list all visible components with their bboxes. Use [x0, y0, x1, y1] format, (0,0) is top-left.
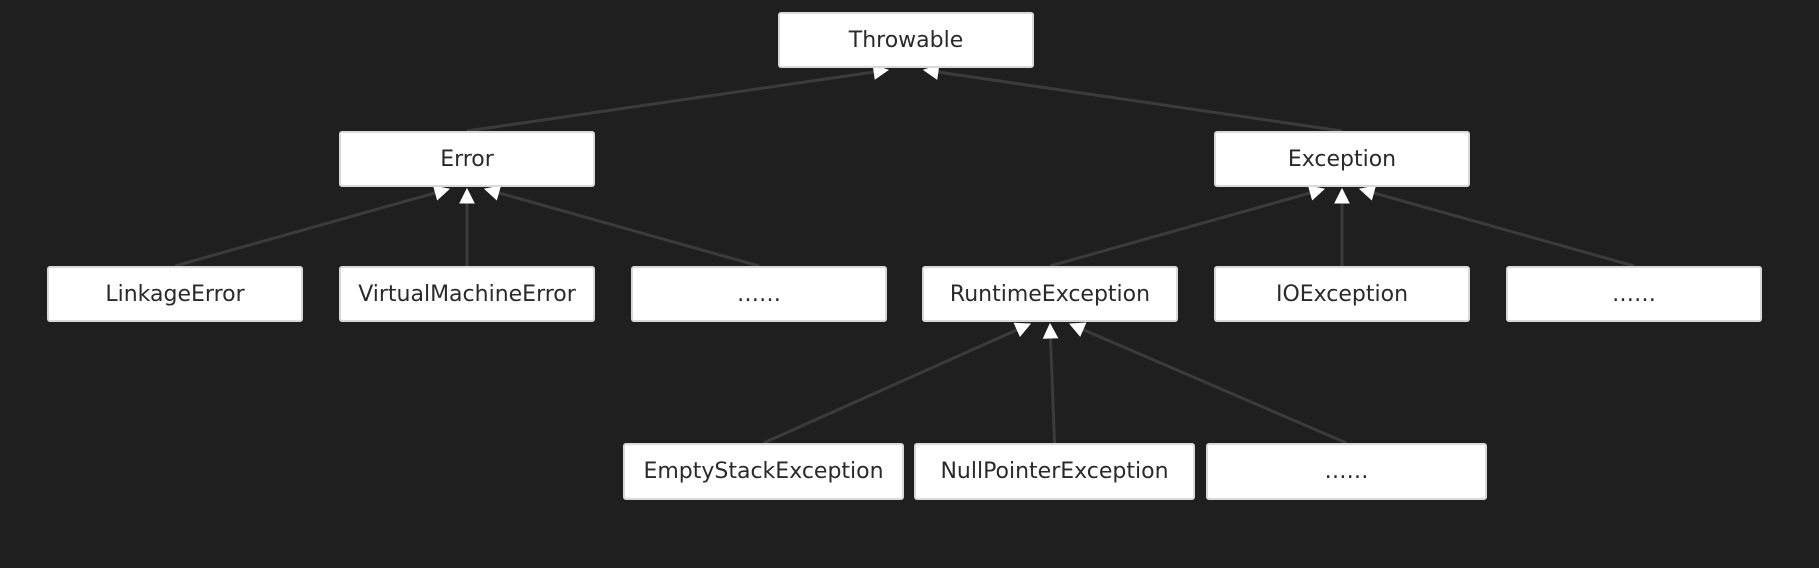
node-label: LinkageError [105, 281, 245, 307]
edge-runtime-exception-to-exception [1049, 191, 1311, 268]
edge-runtime-more-to-runtime-exception [1082, 328, 1348, 445]
node-empty-stack-exception[interactable]: EmptyStackException [623, 443, 904, 500]
edge-error-more-to-error [498, 191, 760, 268]
node-label: VirtualMachineError [358, 281, 576, 307]
arrowhead-error-more-to-error [483, 185, 502, 201]
arrowhead-runtime-exception-to-exception [1307, 185, 1326, 201]
node-label: …… [1612, 281, 1656, 307]
node-linkage-error[interactable]: LinkageError [47, 266, 303, 322]
node-io-exception[interactable]: IOException [1214, 266, 1470, 322]
edge-error-to-throwable [466, 70, 875, 133]
arrowhead-runtime-more-to-runtime-exception [1068, 322, 1087, 337]
node-runtime-exception[interactable]: RuntimeException [922, 266, 1178, 322]
node-null-pointer-exception[interactable]: NullPointerException [914, 443, 1195, 500]
arrowhead-empty-stack-exception-to-runtime-exception [1013, 322, 1032, 338]
edge-exception-to-throwable [937, 70, 1343, 133]
arrowhead-io-exception-to-exception [1334, 187, 1350, 204]
edge-linkage-error-to-error [174, 191, 436, 268]
node-label: IOException [1275, 281, 1409, 307]
edge-null-pointer-exception-to-runtime-exception [1049, 337, 1056, 444]
node-label: …… [1324, 459, 1369, 484]
node-error-more[interactable]: …… [631, 266, 887, 322]
node-label: NullPointerException [940, 459, 1169, 484]
arrowhead-linkage-error-to-error [432, 185, 451, 201]
node-throwable[interactable]: Throwable [778, 12, 1034, 68]
arrowhead-null-pointer-exception-to-runtime-exception [1042, 322, 1059, 339]
node-label: RuntimeException [949, 281, 1151, 307]
node-label: Throwable [848, 27, 964, 53]
node-error[interactable]: Error [339, 131, 595, 187]
edge-empty-stack-exception-to-runtime-exception [762, 328, 1018, 445]
node-virtual-machine-error[interactable]: VirtualMachineError [339, 266, 595, 322]
node-label: Exception [1287, 146, 1397, 172]
node-label: …… [737, 281, 781, 307]
edge-exception-more-to-exception [1373, 191, 1635, 268]
node-label: EmptyStackException [643, 459, 884, 484]
node-exception[interactable]: Exception [1214, 131, 1470, 187]
node-runtime-more[interactable]: …… [1206, 443, 1487, 500]
node-exception-more[interactable]: …… [1506, 266, 1762, 322]
arrowhead-exception-more-to-exception [1358, 185, 1377, 201]
arrowhead-virtual-machine-error-to-error [459, 187, 475, 204]
node-label: Error [440, 146, 494, 172]
